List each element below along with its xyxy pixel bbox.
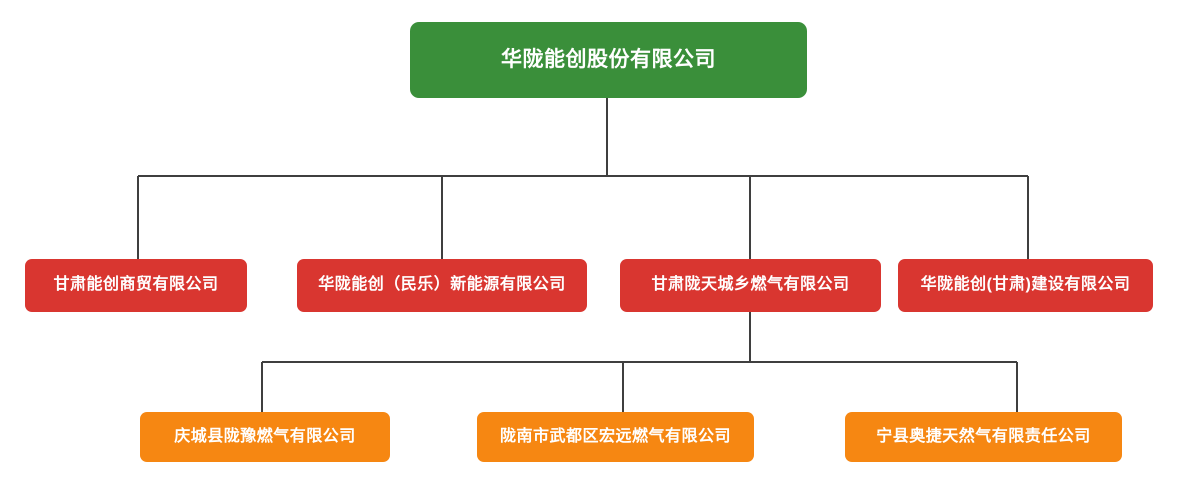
org-node-sub-subsidiary-2[interactable]: 陇南市武都区宏远燃气有限公司 <box>477 412 754 462</box>
org-node-subsidiary-3[interactable]: 甘肃陇天城乡燃气有限公司 <box>620 259 881 312</box>
org-node-root[interactable]: 华陇能创股份有限公司 <box>410 22 807 98</box>
org-node-sub-subsidiary-3[interactable]: 宁县奥捷天然气有限责任公司 <box>845 412 1122 462</box>
org-node-sub-subsidiary-1[interactable]: 庆城县陇豫燃气有限公司 <box>140 412 390 462</box>
org-node-subsidiary-4[interactable]: 华陇能创(甘肃)建设有限公司 <box>898 259 1153 312</box>
org-node-subsidiary-2[interactable]: 华陇能创（民乐）新能源有限公司 <box>297 259 587 312</box>
org-node-subsidiary-1[interactable]: 甘肃能创商贸有限公司 <box>25 259 247 312</box>
